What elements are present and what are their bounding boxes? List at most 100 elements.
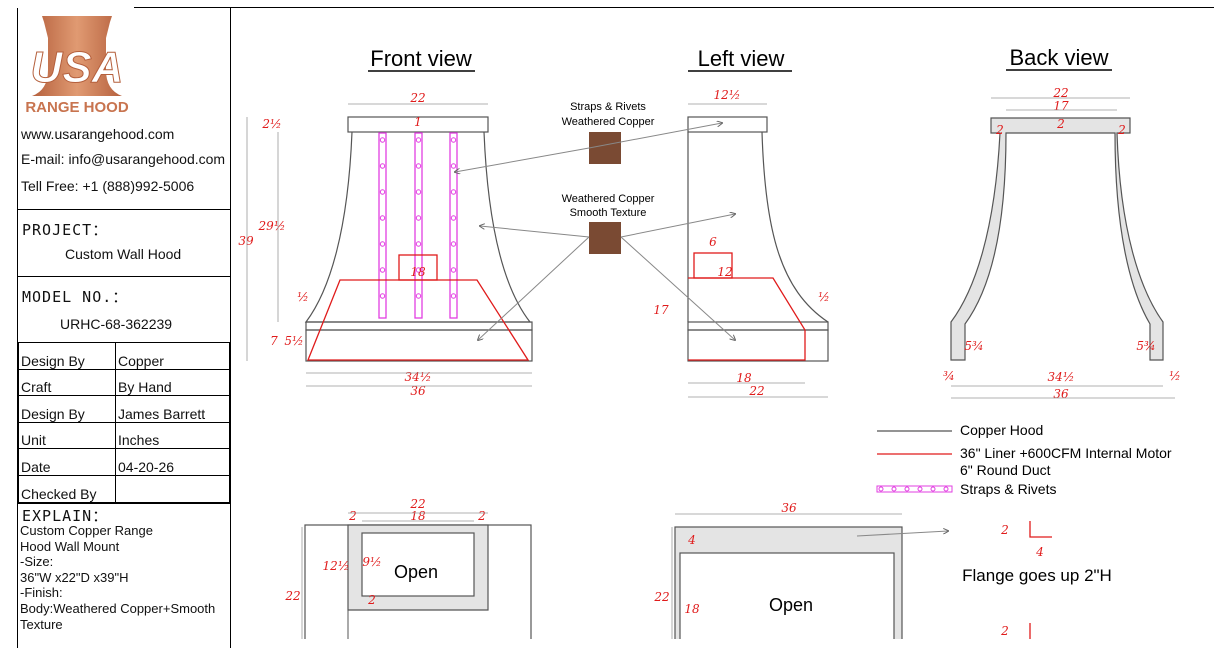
rivet — [450, 137, 457, 143]
back-view-title: Back view — [1009, 45, 1108, 70]
rivet — [379, 189, 386, 195]
dimension-label: ¾ — [943, 369, 955, 383]
explain-line: Body:Weathered Copper+Smooth — [20, 600, 216, 616]
explain-line: Texture — [20, 616, 63, 632]
front-liner — [307, 254, 530, 361]
spec-key: Craft — [18, 368, 116, 397]
dimension-label: 2½ — [261, 117, 281, 131]
spec-key: Checked By — [18, 474, 116, 503]
dimension-label: 36 — [1053, 387, 1069, 401]
logo-wordmark: USA — [31, 43, 124, 92]
front-straps — [378, 132, 458, 319]
dimension-label: 6 — [709, 235, 717, 249]
dimension-label: 34½ — [405, 370, 432, 384]
rivet — [450, 293, 457, 299]
dimension-label: 18 — [736, 371, 752, 385]
rivet — [415, 241, 422, 247]
left-liner — [688, 252, 806, 361]
explain-line: 36"W x22"D x39"H — [20, 569, 129, 585]
divider — [18, 209, 230, 210]
rivet — [415, 267, 422, 273]
website-text: www.usarangehood.com — [21, 126, 175, 142]
explain-line: -Finish: — [20, 585, 63, 601]
dimension-label: 36 — [781, 501, 797, 515]
dimension-label: 22 — [284, 589, 300, 603]
rivet — [450, 215, 457, 221]
legend-dot — [930, 486, 936, 492]
rivet — [379, 293, 386, 299]
model-label: MODEL NO.： — [22, 288, 129, 306]
legend-dot — [878, 486, 884, 492]
body-callout-1: Weathered Copper — [562, 193, 655, 205]
dimension-label: 17 — [653, 303, 669, 317]
top-plan-front — [304, 524, 532, 639]
company-logo: USA RANGE HOOD — [18, 8, 230, 120]
dimension-label: 34½ — [1048, 370, 1075, 384]
straps-swatch — [589, 132, 621, 164]
leader-lines — [455, 123, 735, 340]
legend-dot — [943, 486, 949, 492]
dimension-label: 2 — [348, 509, 357, 523]
rivet — [379, 163, 386, 169]
dimension-label: 12 — [717, 265, 732, 279]
project-value: Custom Wall Hood — [65, 246, 182, 262]
dimension-label: ½ — [818, 290, 830, 304]
rivet — [379, 137, 386, 143]
explain-line: Custom Copper Range — [20, 523, 153, 538]
dimension-label: 5¾ — [964, 339, 983, 353]
explain-line: Hood Wall Mount — [20, 538, 120, 554]
spec-value — [115, 474, 230, 503]
rivet — [379, 241, 386, 247]
dimension-lines — [246, 97, 1175, 639]
body-swatch — [589, 222, 621, 254]
email-text: E-mail: info@usarangehood.com — [21, 151, 226, 167]
rivet — [450, 163, 457, 169]
dimension-label: 12½ — [323, 559, 350, 573]
dimension-label: 18 — [410, 509, 426, 523]
phone-text: Tell Free: +1 (888)992-5006 — [21, 178, 195, 194]
dimension-label: 2 — [367, 593, 376, 607]
dimension-label: 22 — [409, 91, 425, 105]
dimension-label: ½ — [297, 290, 309, 304]
legend-dot — [891, 486, 897, 492]
spec-value: James Barrett — [115, 395, 230, 423]
title-block: USA RANGE HOOD www.usarangehood.com E-ma… — [17, 8, 231, 648]
legend-item: 6" Round Duct — [960, 462, 1051, 478]
left-view-title: Left view — [698, 46, 785, 71]
open-label-2: Open — [769, 595, 813, 615]
rivet — [450, 189, 457, 195]
body-callout-2: Smooth Texture — [570, 207, 647, 219]
dimension-label: 22 — [409, 497, 425, 511]
dimension-label: 18 — [410, 265, 426, 279]
dimension-label: 2 — [995, 123, 1004, 137]
dimension-label: 2 — [1000, 523, 1009, 537]
dimension-label: 18 — [684, 602, 700, 616]
top-border — [134, 7, 1214, 8]
dimension-label: 12½ — [714, 88, 741, 102]
legend-swatch-straps — [876, 485, 953, 493]
spec-row: Checked By — [18, 474, 230, 503]
logo-caption: RANGE HOOD — [25, 99, 129, 116]
dimension-label: 39 — [238, 234, 254, 248]
flange-note: Flange goes up 2"H — [962, 566, 1112, 585]
dimension-label: 4 — [1035, 545, 1044, 559]
explain-line: -Size: — [20, 554, 54, 570]
rivet — [415, 137, 422, 143]
open-label: Open — [394, 562, 438, 582]
rivet — [415, 215, 422, 221]
straps-callout-1: Straps & Rivets — [570, 101, 646, 113]
rivet — [379, 215, 386, 221]
dimension-label: 2 — [477, 509, 486, 523]
rivet — [415, 293, 422, 299]
dimension-label: 1 — [414, 115, 422, 129]
divider — [18, 276, 230, 277]
rivet — [450, 241, 457, 247]
